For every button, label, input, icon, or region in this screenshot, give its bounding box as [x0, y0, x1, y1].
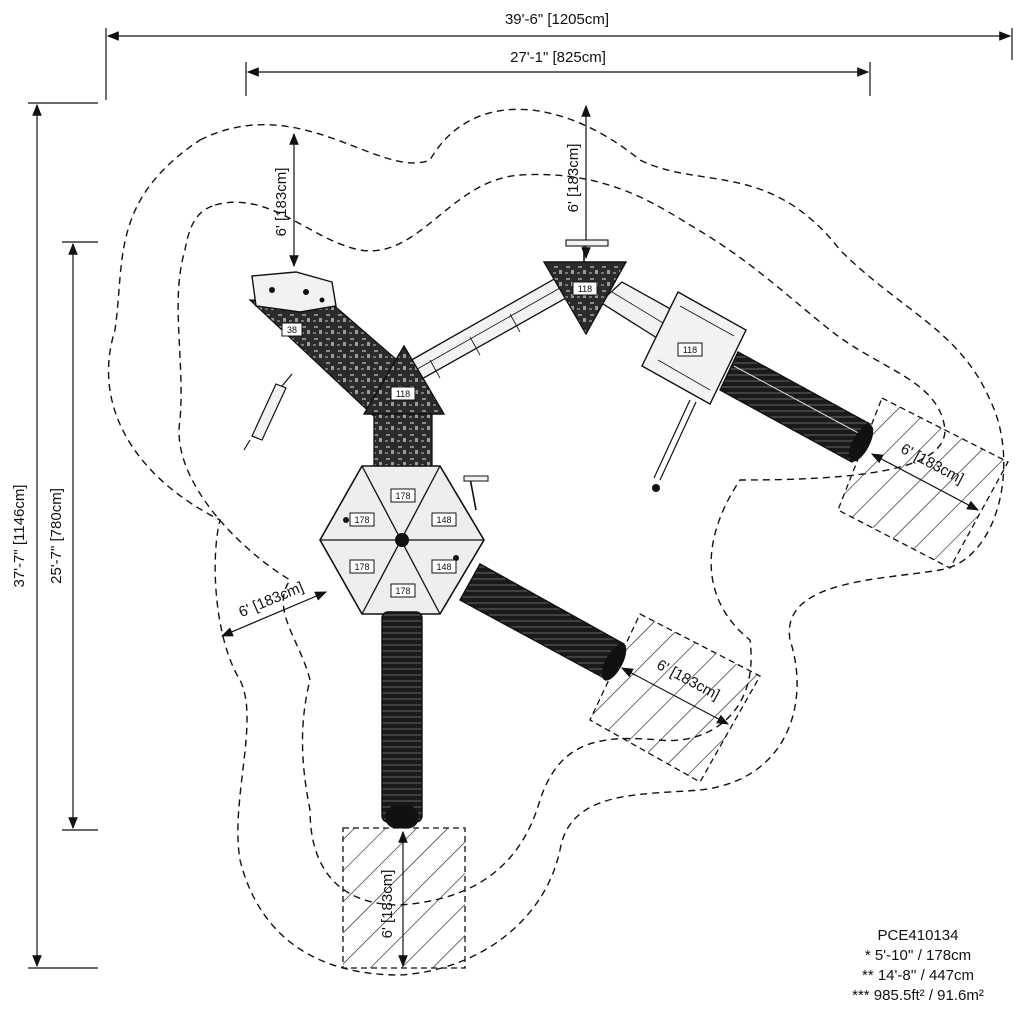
tag-hex-upper-right: 148: [431, 512, 457, 527]
clearance-top-right-label: 6' [183cm]: [565, 144, 582, 213]
tag-hex-lower-right: 148: [431, 559, 457, 574]
note-line-1: * 5'-10'' / 178cm: [864, 947, 972, 964]
svg-text:178: 178: [354, 515, 369, 525]
model-number: PCE410134: [877, 927, 959, 944]
slide-exit-zone-bottom: [342, 827, 466, 969]
note-line-3: *** 985.5ft² / 91.6m²: [852, 987, 984, 1004]
slide-right: [719, 351, 874, 463]
tag-hex-top: 178: [390, 488, 416, 503]
tag-hex-lower-left: 178: [349, 559, 375, 574]
tag-hex-upper-left: 178: [349, 512, 375, 527]
clearance-slide-bottom-label: 6' [183cm]: [379, 870, 396, 939]
slide-middle: [459, 563, 627, 681]
use-zone-outer-boundary: [107, 108, 1005, 976]
clearance-slide-middle-arrow: [620, 667, 730, 725]
tag-hex-bottom: 178: [390, 583, 416, 598]
structure-height-label: 25'-7" [780cm]: [48, 488, 65, 584]
svg-text:38: 38: [287, 325, 297, 335]
tag-deck-right: 118: [677, 342, 703, 357]
top-triangle-deck: [542, 239, 628, 336]
notes-block: PCE410134 * 5'-10'' / 178cm ** 14'-8'' /…: [818, 926, 1018, 1006]
side-panel-left: [243, 373, 293, 451]
overall-width-dimension: [105, 28, 1013, 100]
connector-climber: [373, 413, 433, 473]
clearance-top-left-label: 6' [183cm]: [273, 168, 290, 237]
svg-text:148: 148: [436, 562, 451, 572]
svg-text:178: 178: [354, 562, 369, 572]
svg-text:178: 178: [395, 491, 410, 501]
svg-text:178: 178: [395, 586, 410, 596]
clearance-left-arrow: [220, 591, 328, 637]
svg-text:118: 118: [683, 345, 697, 355]
structure-width-label: 27'-1" [825cm]: [510, 49, 606, 66]
structure-height-dimension: [62, 241, 98, 831]
svg-text:118: 118: [578, 284, 592, 294]
hexagon-platform: [319, 465, 489, 615]
note-line-2: ** 14'-8'' / 447cm: [862, 967, 974, 984]
structure-width-dimension: [245, 62, 871, 96]
overall-height-label: 37'-7" [1146cm]: [11, 485, 28, 588]
svg-text:118: 118: [396, 389, 410, 399]
slide-bottom: [381, 611, 423, 829]
overall-height-dimension: [28, 102, 98, 969]
tag-deck-top: 118: [572, 281, 598, 296]
tag-deck-center: 118: [390, 386, 416, 401]
clearance-slide-right-arrow: [870, 453, 980, 511]
overall-width-label: 39'-6" [1205cm]: [505, 11, 609, 28]
tag-climber-left: 38: [281, 322, 303, 337]
bridge-walkway: [407, 277, 567, 381]
rock-climber: [251, 271, 337, 313]
svg-text:148: 148: [436, 515, 451, 525]
